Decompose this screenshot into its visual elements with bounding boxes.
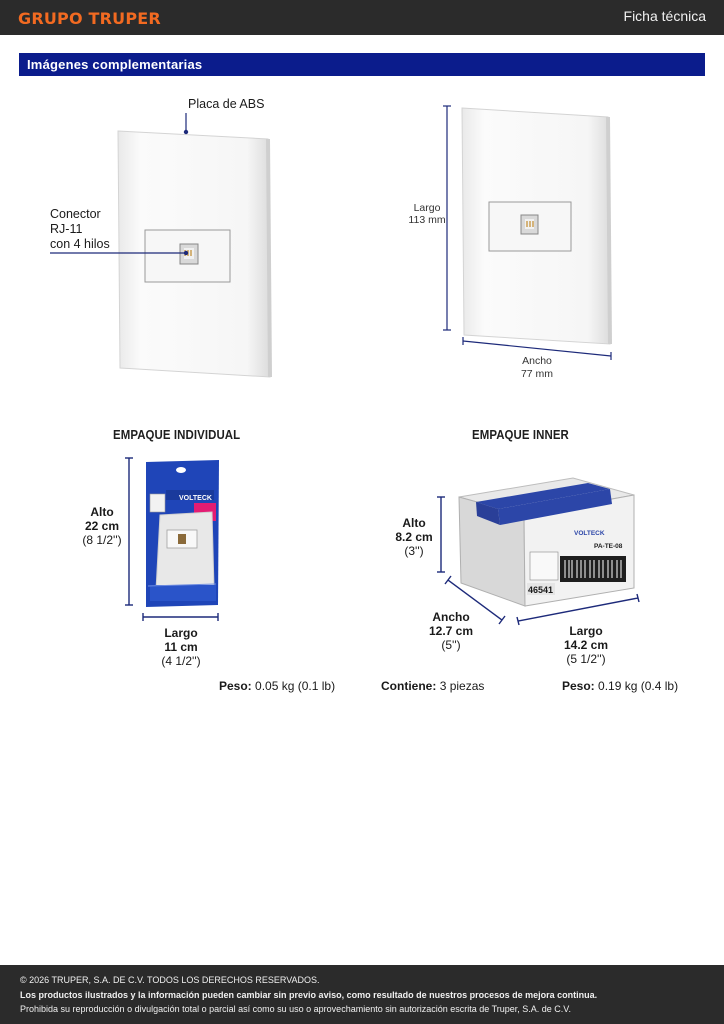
document-type: Ficha técnica (623, 8, 706, 24)
footer-prohibition: Prohibida su reproducción o divulgación … (20, 1004, 571, 1014)
inner-length-in: (5 1/2'') (566, 652, 606, 666)
plate-width-label: Ancho (522, 355, 552, 367)
connector-label-line-2: RJ-11 (50, 222, 83, 236)
inner-weight: Peso: 0.19 kg (0.4 lb) (562, 679, 678, 693)
individual-weight-label: Peso: (219, 679, 252, 693)
section-bar: Imágenes complementarias (19, 53, 705, 76)
section-title: Imágenes complementarias (27, 57, 203, 72)
inner-box-brand: VOLTECK (574, 530, 605, 537)
inner-box-image (437, 477, 640, 626)
header-bar: GRUPO TRUPER Ficha técnica (0, 0, 724, 35)
individual-height-in: (8 1/2'') (82, 533, 122, 547)
inner-box-model: PA-TE-08 (594, 543, 623, 550)
inner-weight-label: Peso: (562, 679, 595, 693)
inner-width-in: (5'') (441, 638, 461, 652)
individual-length-in: (4 1/2'') (161, 654, 201, 668)
individual-length-label: Largo (164, 626, 198, 640)
individual-height-label: Alto (90, 505, 114, 519)
brand-logo: GRUPO TRUPER (18, 9, 161, 28)
plate-length-label: Largo (413, 202, 441, 214)
plate-material-label: Placa de ABS (188, 97, 265, 111)
individual-package-heading: EMPAQUE INDIVIDUAL (113, 427, 241, 442)
inner-box-code: 46541 (528, 585, 554, 595)
inner-length-label: Largo (569, 624, 603, 638)
connector-label-line-3: con 4 hilos (50, 237, 110, 251)
inner-length-cm: 14.2 cm (563, 638, 609, 652)
inner-width-label: Ancho (432, 610, 470, 624)
footer-notice: Los productos ilustrados y la informació… (20, 990, 598, 1000)
inner-weight-value: 0.19 kg (0.4 lb) (598, 679, 679, 693)
individual-weight-value: 0.05 kg (0.1 lb) (255, 679, 336, 693)
wall-plate-image (50, 105, 612, 378)
inner-height-cm: 8.2 cm (395, 530, 433, 544)
inner-contents-value: 3 piezas (439, 679, 485, 693)
inner-package-heading: EMPAQUE INNER (472, 427, 569, 442)
individual-weight: Peso: 0.05 kg (0.1 lb) (219, 679, 335, 693)
footer-bar: © 2026 TRUPER, S.A. DE C.V. TODOS LOS DE… (0, 965, 724, 1024)
plate-width-value: 77 mm (520, 368, 554, 380)
individual-length-cm: 11 cm (164, 640, 198, 654)
individual-package-image (125, 457, 219, 621)
individual-brand-label: VOLTECK (179, 495, 212, 502)
inner-height-in: (3'') (404, 544, 424, 558)
inner-width-cm: 12.7 cm (428, 624, 474, 638)
individual-height-cm: 22 cm (84, 519, 120, 533)
inner-contents: Contiene: 3 piezas (381, 679, 484, 693)
connector-label-line-1: Conector (50, 207, 101, 221)
inner-height-label: Alto (402, 516, 426, 530)
plate-length-value: 113 mm (408, 214, 446, 226)
inner-contents-label: Contiene: (381, 679, 437, 693)
footer-copyright: © 2026 TRUPER, S.A. DE C.V. TODOS LOS DE… (20, 975, 320, 985)
